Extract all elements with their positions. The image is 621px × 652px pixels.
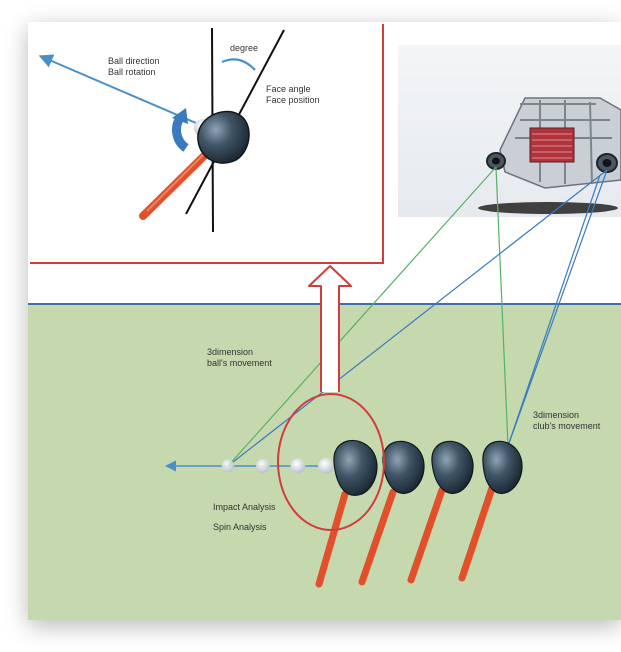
label-ball-direction: Ball direction [108,56,160,66]
label-club-movement-line2: club's movement [533,421,601,431]
label-ball-movement-line1: 3dimension [207,347,254,357]
label-spin-analysis: Spin Analysis [213,522,267,532]
golf-club-head-icon [315,439,523,588]
label-face-angle: Face angle [266,84,311,94]
label-ball-rotation: Ball rotation [108,67,156,77]
golf-ball-icon [221,458,334,474]
label-degree: degree [230,43,259,53]
ball-trajectory [164,458,334,474]
inset-impact-detail [38,27,285,233]
magnify-arrow-icon [308,265,352,392]
label-impact-analysis: Impact Analysis [213,502,276,512]
label-club-movement-line1: 3dimension [533,410,580,420]
label-ball-movement-line2: ball's movement [207,358,272,368]
label-face-position: Face position [266,95,320,105]
impact-highlight-circle [277,393,385,531]
inset-golf-club-head-icon [139,110,250,220]
launch-monitor-device-icon [478,97,621,214]
